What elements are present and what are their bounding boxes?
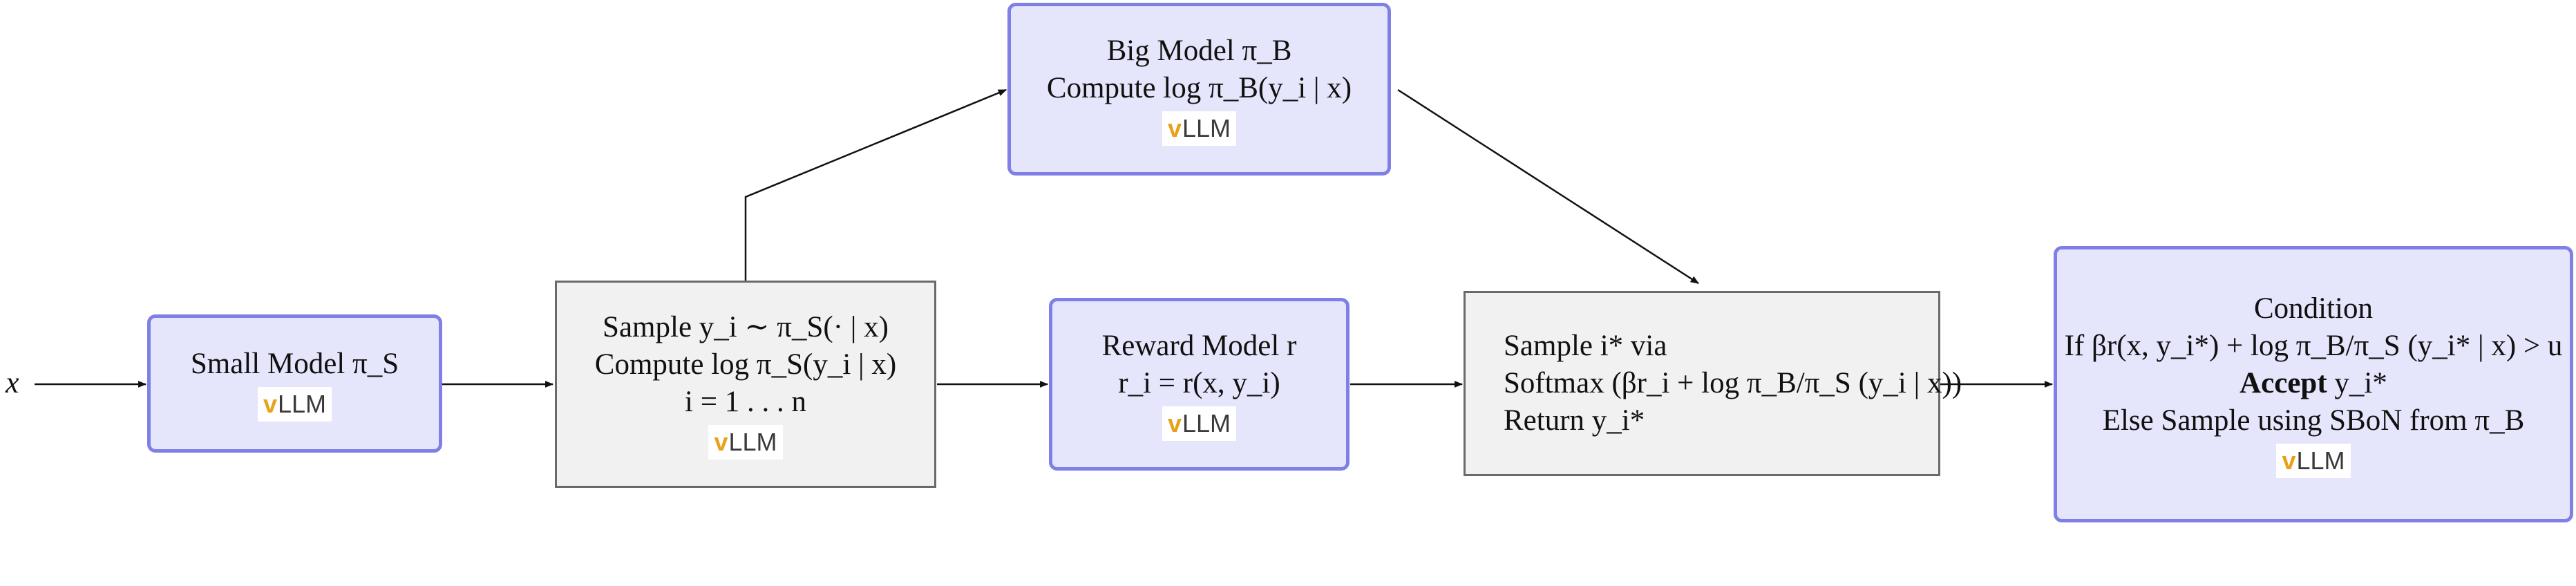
selector-softmax-line: Softmax (βr_i + log π_B/π_S (y_i | x)) (1504, 367, 1962, 399)
big-model-node: Big Model π_B Compute log π_B(y_i | x) v… (1007, 3, 1391, 176)
selector-return-line: Return y_i* (1504, 404, 1645, 437)
small-model-title: Small Model π_S (190, 348, 399, 380)
sampler-index-line: i = 1 . . . n (685, 386, 806, 418)
arrow-big-model-to-selector (1397, 88, 1700, 285)
condition-title: Condition (2253, 292, 2374, 325)
softmax-selector-node: Sample i* via Softmax (βr_i + log π_B/π_… (1464, 291, 1962, 476)
accept-target: y_i* (2334, 367, 2387, 399)
condition-else-line: Else Sample using SBoN from π_B (2102, 404, 2525, 437)
big-model-title: Big Model π_B (1106, 35, 1292, 67)
arrow-sampler-to-big-model (744, 88, 1007, 281)
condition-accept-line: Accept y_i* (2239, 365, 2387, 402)
sampler-node: Sample y_i ∼ π_S(· | x) Compute log π_S(… (555, 281, 936, 488)
selector-sample-line: Sample i* via (1504, 330, 1667, 362)
big-model-logprob-line: Compute log π_B(y_i | x) (1046, 72, 1352, 104)
accept-keyword: Accept (2239, 367, 2327, 399)
reward-model-title: Reward Model r (1101, 330, 1297, 362)
sampler-sample-line: Sample y_i ∼ π_S(· | x) (603, 311, 889, 343)
reward-model-score-line: r_i = r(x, y_i) (1118, 367, 1280, 399)
input-label-x: x (6, 366, 19, 399)
condition-node: Condition If βr(x, y_i*) + log π_B/π_S (… (2054, 246, 2573, 522)
sampler-logprob-line: Compute log π_S(y_i | x) (594, 348, 897, 381)
condition-if-line: If βr(x, y_i*) + log π_B/π_S (y_i* | x) … (2064, 330, 2563, 362)
